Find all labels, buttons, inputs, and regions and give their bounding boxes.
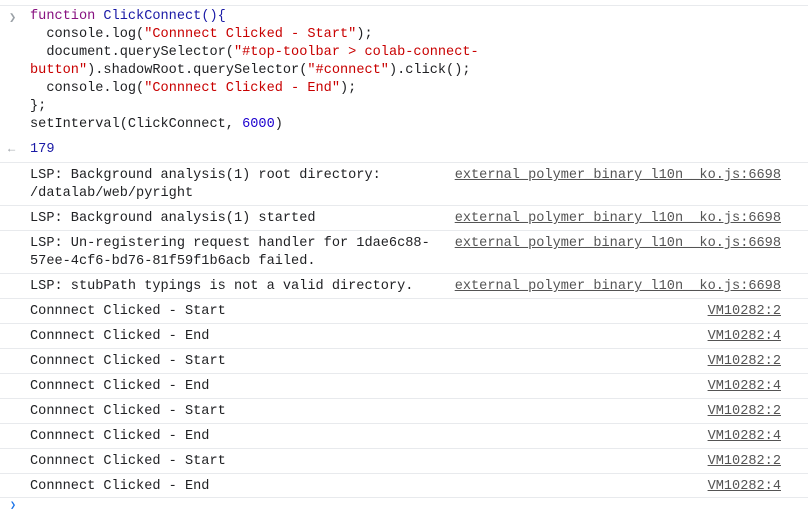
console-message-text: Connnect Clicked - Start [30,454,226,469]
top-divider [0,0,808,6]
code-text: }; [30,99,47,114]
console-message-text: Connnect Clicked - End [30,479,210,494]
console-message-text: Connnect Clicked - End [30,379,210,394]
console-message-row: Connnect Clicked - Start VM10282:2 [0,398,808,424]
console-message-text: LSP: Background analysis(1) root directo… [30,168,389,201]
console-message-text: Connnect Clicked - End [30,429,210,444]
console-message-row: Connnect Clicked - End VM10282:4 [0,373,808,399]
result-value: 179 [30,142,55,157]
code-text: document.querySelector( [30,45,234,60]
code-block[interactable]: function ClickConnect(){ console.log("Co… [30,8,500,134]
source-link[interactable]: external_polymer_binary_l10n__ko.js:6698 [454,279,781,294]
source-link[interactable]: VM10282:2 [707,354,781,369]
code-text: ).click(); [388,63,471,78]
console-message-text: Connnect Clicked - Start [30,404,226,419]
source-link[interactable]: VM10282:2 [707,404,781,419]
console-message-row: Connnect Clicked - Start VM10282:2 [0,448,808,474]
chevron-left-icon: ← [8,142,16,156]
number: 6000 [242,117,275,132]
console-message-row: Connnect Clicked - End VM10282:4 [0,423,808,449]
prompt-caret-icon[interactable]: ❯ [10,501,17,512]
source-link[interactable]: external_polymer_binary_l10n__ko.js:6698 [454,168,781,183]
console-message-row: LSP: Background analysis(1) root directo… [0,162,808,206]
console-message-text: LSP: Un-registering request handler for … [30,236,430,269]
function-name: ClickConnect(){ [95,9,226,24]
console-message-text: LSP: Background analysis(1) started [30,211,316,226]
code-text: setInterval(ClickConnect, [30,117,243,132]
code-text: ) [274,117,283,132]
source-link[interactable]: VM10282:4 [707,329,781,344]
console-message-row: Connnect Clicked - Start VM10282:2 [0,348,808,374]
console-message-row: LSP: stubPath typings is not a valid dir… [0,273,808,299]
code-text: ); [340,81,357,96]
console-message-row: Connnect Clicked - End VM10282:4 [0,323,808,349]
source-link[interactable]: external_polymer_binary_l10n__ko.js:6698 [454,211,781,226]
console-message-row: LSP: Un-registering request handler for … [0,230,808,274]
console-message-text: Connnect Clicked - End [30,329,210,344]
string: "#connect" [307,63,389,78]
code-text: ).shadowRoot.querySelector( [87,63,308,78]
code-text: ); [356,27,373,42]
string: "Connnect Clicked - End" [144,81,341,96]
code-text: console.log( [30,27,145,42]
source-link[interactable]: VM10282:2 [707,454,781,469]
console-message-text: LSP: stubPath typings is not a valid dir… [30,279,414,294]
console-message-row: Connnect Clicked - End VM10282:4 [0,473,808,499]
string: "Connnect Clicked - Start" [144,27,357,42]
console-result: ← 179 [0,141,808,161]
code-text: console.log( [30,81,145,96]
source-link[interactable]: VM10282:2 [707,304,781,319]
console-message-text: Connnect Clicked - Start [30,354,226,369]
source-link[interactable]: VM10282:4 [707,429,781,444]
console-message-text: Connnect Clicked - Start [30,304,226,319]
console-message-row: Connnect Clicked - Start VM10282:2 [0,298,808,324]
source-link[interactable]: VM10282:4 [707,379,781,394]
chevron-right-icon: ❯ [9,11,17,25]
bottom-divider [0,497,808,498]
string: "#top-toolbar > colab-connect- button" [30,45,479,78]
source-link[interactable]: VM10282:4 [707,479,781,494]
source-link[interactable]: external_polymer_binary_l10n__ko.js:6698 [454,236,781,251]
console-message-row: LSP: Background analysis(1) started exter… [0,205,808,231]
keyword: function [30,9,96,24]
